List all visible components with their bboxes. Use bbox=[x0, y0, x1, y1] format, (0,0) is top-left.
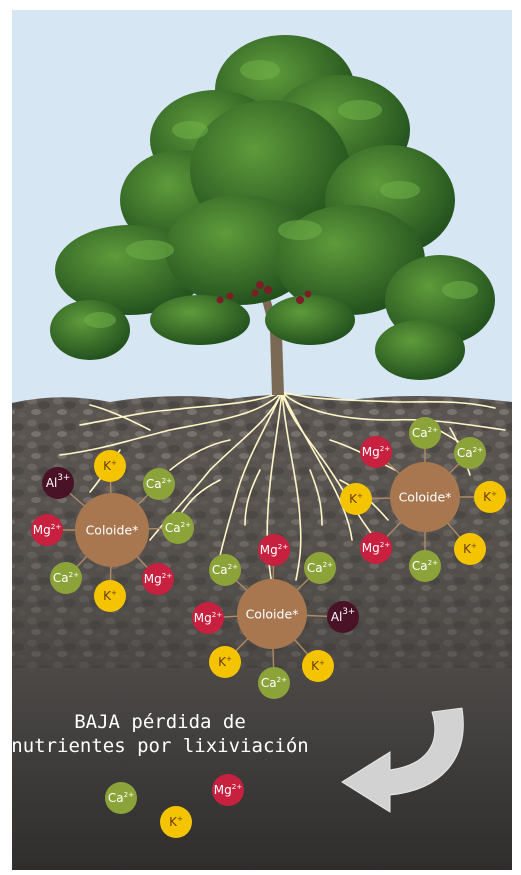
ion-ca-2: Ca2+ bbox=[162, 512, 194, 544]
ion-mg-3: Mg2+ bbox=[142, 563, 174, 595]
colloid-label: Coloide* bbox=[86, 523, 139, 538]
ion-mg-26: Mg2+ bbox=[212, 774, 244, 806]
ion-charge: 2+ bbox=[232, 781, 243, 790]
ion-k-0: K+ bbox=[94, 450, 126, 482]
ion-ca-1: Ca2+ bbox=[143, 468, 175, 500]
caption-line-1: BAJA pérdida de bbox=[74, 711, 246, 733]
ion-charge: 3+ bbox=[57, 473, 70, 483]
ion-ca-20: Ca2+ bbox=[409, 550, 441, 582]
ion-charge: 2+ bbox=[278, 541, 289, 550]
ion-charge: 2+ bbox=[228, 561, 239, 570]
ion-symbol: Mg bbox=[362, 445, 380, 459]
ion-symbol: Ca bbox=[457, 446, 473, 460]
ion-ca-9: Ca2+ bbox=[304, 552, 336, 584]
ion-charge: + bbox=[111, 587, 117, 596]
ion-charge: 2+ bbox=[380, 443, 391, 452]
ion-ca-24: Ca2+ bbox=[105, 782, 137, 814]
ion-charge: + bbox=[357, 490, 363, 499]
colloid-2: Coloide* bbox=[237, 579, 307, 649]
ion-ca-17: Ca2+ bbox=[454, 437, 486, 469]
ion-charge: 2+ bbox=[124, 789, 135, 798]
ion-al-7: Al3+ bbox=[42, 467, 74, 499]
ion-mg-23: Mg2+ bbox=[360, 436, 392, 468]
ion-k-18: K+ bbox=[474, 481, 506, 513]
colloid-3: Coloide* bbox=[390, 462, 460, 532]
caption-line-2: nutrientes por lixiviación bbox=[11, 735, 308, 757]
ion-symbol: Ca bbox=[108, 791, 124, 805]
ion-charge: 2+ bbox=[428, 424, 439, 433]
ion-charge: 2+ bbox=[69, 569, 80, 578]
ion-charge: 3+ bbox=[342, 607, 355, 617]
ion-k-4: K+ bbox=[94, 580, 126, 612]
ion-symbol: Mg bbox=[362, 541, 380, 555]
ion-mg-21: Mg2+ bbox=[360, 532, 392, 564]
ion-k-25: K+ bbox=[160, 806, 192, 838]
ion-k-22: K+ bbox=[340, 483, 372, 515]
ion-symbol: Mg bbox=[214, 783, 232, 797]
ion-symbol: Ca bbox=[165, 521, 181, 535]
ion-mg-14: Mg2+ bbox=[192, 602, 224, 634]
ion-mg-8: Mg2+ bbox=[258, 534, 290, 566]
ion-symbol: Ca bbox=[53, 571, 69, 585]
ion-symbol: Ca bbox=[212, 563, 228, 577]
ion-k-11: K+ bbox=[302, 650, 334, 682]
ion-charge: + bbox=[491, 488, 497, 497]
ion-symbol: Ca bbox=[261, 676, 277, 690]
ion-charge: 2+ bbox=[162, 475, 173, 484]
ion-symbol: Al bbox=[331, 610, 343, 624]
ion-charge: 2+ bbox=[277, 674, 288, 683]
ion-charge: 2+ bbox=[181, 519, 192, 528]
ion-al-10: Al3+ bbox=[327, 601, 359, 633]
ion-k-13: K+ bbox=[209, 646, 241, 678]
ion-symbol: Ca bbox=[146, 477, 162, 491]
ion-charge: + bbox=[471, 540, 477, 549]
ion-symbol: Mg bbox=[194, 611, 212, 625]
colloid-label: Coloide* bbox=[246, 607, 299, 622]
ion-charge: 2+ bbox=[473, 444, 484, 453]
ion-symbol: Ca bbox=[412, 426, 428, 440]
ion-symbol: Ca bbox=[307, 561, 323, 575]
ion-charge: 2+ bbox=[323, 559, 334, 568]
ion-charge: 2+ bbox=[428, 557, 439, 566]
colloid-1: Coloide* bbox=[75, 493, 149, 567]
ion-charge: + bbox=[319, 657, 325, 666]
ion-charge: 2+ bbox=[162, 570, 173, 579]
ion-symbol: Al bbox=[46, 476, 58, 490]
ion-charge: + bbox=[226, 653, 232, 662]
ion-charge: 2+ bbox=[212, 609, 223, 618]
ion-ca-16: Ca2+ bbox=[409, 417, 441, 449]
ion-symbol: Mg bbox=[144, 572, 162, 586]
ion-mg-6: Mg2+ bbox=[31, 514, 63, 546]
ion-charge: + bbox=[177, 813, 183, 822]
ion-symbol: Mg bbox=[260, 543, 278, 557]
ion-ca-5: Ca2+ bbox=[50, 562, 82, 594]
colloid-label: Coloide* bbox=[399, 490, 452, 505]
ion-symbol: Ca bbox=[412, 559, 428, 573]
ion-charge: + bbox=[111, 457, 117, 466]
ion-k-19: K+ bbox=[454, 533, 486, 565]
ion-symbol: Mg bbox=[33, 523, 51, 537]
ion-ca-15: Ca2+ bbox=[209, 554, 241, 586]
ion-ca-12: Ca2+ bbox=[258, 667, 290, 699]
ion-charge: 2+ bbox=[380, 539, 391, 548]
ion-charge: 2+ bbox=[51, 521, 62, 530]
